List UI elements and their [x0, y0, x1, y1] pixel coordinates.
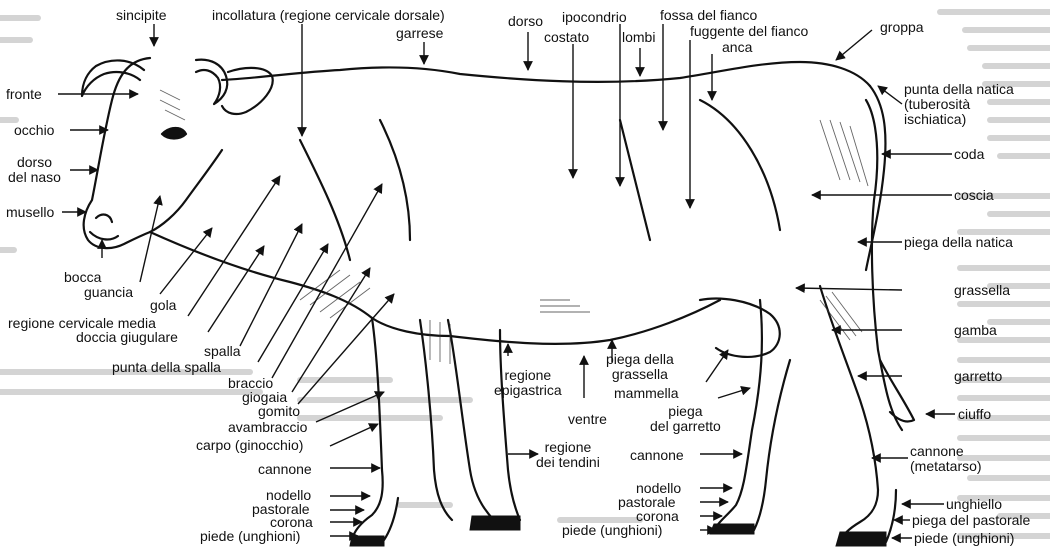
label-piega-del-pastorale: piega del pastorale: [912, 512, 1031, 528]
label-ciuffo: ciuffo: [958, 406, 992, 422]
label-fronte: fronte: [6, 86, 42, 102]
label-piega-della-grassella: piega della grassella: [606, 351, 674, 382]
label-pastorale-anteriore: pastorale: [252, 501, 310, 517]
label-unghiello: unghiello: [946, 496, 1003, 512]
label-cannone-posteriore: cannone: [630, 447, 684, 463]
pointer-lines: [58, 24, 955, 543]
label-nodello-anteriore: nodello: [266, 487, 312, 503]
label-coda: coda: [954, 146, 985, 162]
label-cannone-metatarso: cannone (metatarso): [910, 443, 982, 474]
label-piede-posteriore: piede (unghioni): [562, 522, 663, 538]
label-gomito: gomito: [258, 403, 301, 419]
label-ipocondrio: ipocondrio: [562, 9, 627, 25]
hooves: [349, 515, 887, 547]
cow-body: [80, 56, 916, 544]
label-coscia: coscia: [954, 187, 994, 203]
label-regione-epigastrica: regione epigastrica: [494, 367, 562, 398]
label-piega-della-natica: piega della natica: [904, 234, 1013, 250]
label-bocca: bocca: [64, 269, 102, 285]
label-groppa: groppa: [880, 19, 924, 35]
shading-hatch: [159, 89, 869, 364]
label-piega-del-garretto: piega del garretto: [650, 403, 721, 434]
label-musello: musello: [6, 204, 55, 220]
label-incollatura: incollatura (regione cervicale dorsale): [212, 7, 445, 23]
label-carpo: carpo (ginocchio): [196, 437, 304, 453]
label-gola: gola: [150, 297, 177, 313]
label-piede-unghioni-destro: piede (unghioni): [914, 530, 1015, 546]
label-lombi: lombi: [622, 29, 656, 45]
label-avambraccio: avambraccio: [228, 419, 308, 435]
label-garrese: garrese: [396, 25, 444, 41]
label-sincipite: sincipite: [116, 7, 167, 23]
label-braccio: braccio: [228, 375, 274, 391]
label-dorso-del-naso: dorso del naso: [8, 154, 61, 185]
label-garretto: garretto: [954, 368, 1003, 384]
label-guancia: guancia: [84, 284, 134, 300]
label-pastorale-posteriore: pastorale: [618, 494, 676, 510]
label-regione-dei-tendini: regione dei tendini: [536, 439, 600, 470]
label-mammella: mammella: [614, 385, 679, 401]
label-doccia-giugulare: doccia giugulare: [76, 329, 178, 345]
label-cannone-anteriore: cannone: [258, 461, 312, 477]
label-corona-posteriore: corona: [636, 508, 679, 524]
label-fuggente-del-fianco: fuggente del fianco: [690, 23, 809, 39]
label-regione-cervicale-media: regione cervicale media: [8, 315, 156, 331]
label-spalla: spalla: [204, 343, 241, 359]
label-punta-della-spalla: punta della spalla: [112, 359, 221, 375]
label-costato: costato: [544, 29, 590, 45]
label-gamba: gamba: [954, 322, 997, 338]
label-anca: anca: [722, 39, 753, 55]
label-corona-anteriore: corona: [270, 514, 313, 530]
label-giogaia: giogaia: [242, 389, 288, 405]
label-piede-anteriore: piede (unghioni): [200, 528, 301, 544]
label-ventre: ventre: [568, 411, 607, 427]
label-punta-della-natica: punta della natica (tuberosità ischiatic…: [904, 81, 1014, 127]
label-occhio: occhio: [14, 122, 55, 138]
label-fossa-del-fianco: fossa del fianco: [660, 7, 758, 23]
label-grassella: grassella: [954, 282, 1011, 298]
label-nodello-posteriore: nodello: [636, 480, 682, 496]
label-dorso: dorso: [508, 13, 544, 29]
